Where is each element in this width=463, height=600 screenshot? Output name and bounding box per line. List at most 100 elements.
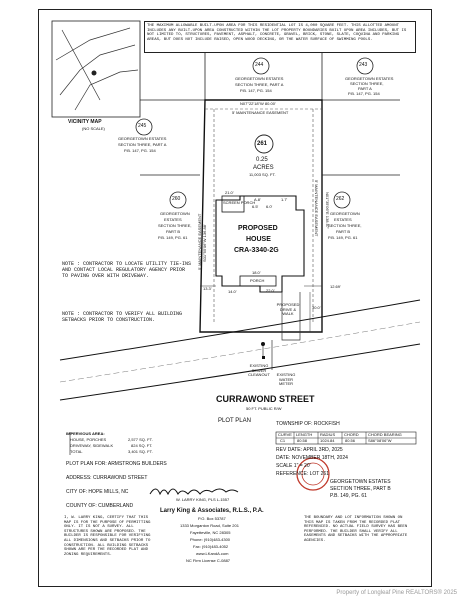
reference: REFERENCE: LOT 261 — [276, 471, 329, 477]
adjacent-262-line1: GEORGETOWN — [330, 211, 360, 216]
house-model: CRA-3340-2G — [234, 247, 279, 254]
adjacent-262-line2: ESTATES — [334, 217, 352, 222]
impervious-title: IMPERVIOUS AREA: — [66, 431, 105, 436]
house-dim-3: 6.0' — [266, 204, 273, 209]
curve-header: CHORD BEARING — [368, 432, 402, 437]
surveyor-phone: Phone: (910)483-4300 — [190, 537, 231, 542]
house-dim-2: 6.5' — [252, 204, 259, 209]
lot-244-number: 244 — [255, 62, 264, 68]
house-dim-b: 1.7' — [281, 197, 288, 202]
adjacent-245-line1: GEORGETOWN ESTATES — [118, 136, 167, 141]
plan-scale: SCALE 1" = 20' — [276, 463, 311, 469]
adjacent-top-right-line2: SECTION THREE, — [350, 81, 384, 86]
adjacent-262-line4: PART B — [336, 229, 351, 234]
impervious-row-label: TOTAL — [70, 449, 83, 454]
water-label: EXISTING WATER METER — [276, 372, 296, 387]
plot-for: PLOT PLAN FOR: ARMSTRONG BUILDERS — [66, 461, 167, 467]
adjacent-top-right-line3: PART A — [358, 86, 372, 91]
adjacent-260-line3: SECTION THREE, — [158, 223, 192, 228]
reference-line: GEORGETOWN ESTATES — [330, 479, 391, 485]
plot-label: PLOT PLAN — [218, 418, 251, 424]
surveyor-box: P.O. Box 53787 — [198, 516, 226, 521]
watermark: Property of Longleaf Pine REALTORS® 2025 — [336, 590, 457, 596]
adjacent-top-left-line1: GEORGETOWN ESTATES — [235, 76, 284, 81]
house-dim-a: A.8' — [254, 197, 261, 202]
lot-sqft: 11,003 SQ. FT. — [249, 172, 276, 177]
adjacent-top-right-line4: P.B. 147, PG. 154 — [348, 91, 380, 96]
curve-cell: 1024.84 — [320, 438, 335, 443]
adjacent-260-line1: GEORGETOWN — [160, 211, 190, 216]
street-name: CURRAWOND STREET — [216, 394, 315, 404]
surveyor-firm: Larry King & Associates, R.L.S., P.A. — [160, 508, 264, 514]
rev-date: REV DATE: APRIL 3RD, 2025 — [276, 447, 343, 453]
adjacent-245-line3: P.B. 147, PG. 154 — [124, 148, 156, 153]
screen-porch-label: SCREEN PORCH — [223, 200, 256, 205]
curve-cell: S86°08'06"W — [368, 438, 392, 443]
setback-right: 12.69' — [330, 284, 341, 289]
lot-262-number: 262 — [336, 196, 345, 202]
house-dim-1: 21.0' — [225, 190, 234, 195]
curve-cell: 80.56 — [345, 438, 356, 443]
curve-cell: 80.58 — [297, 438, 308, 443]
adjacent-top-left-line2: SECTION THREE, PART A — [235, 82, 284, 87]
max-area-text: THE MAXIMUM ALLOWABLE BUILT-UPON AREA FO… — [147, 24, 407, 42]
curve-header: RADIUS — [320, 432, 336, 437]
curve-header: CURVE — [278, 432, 292, 437]
reference-line: SECTION THREE, PART B — [330, 486, 391, 492]
adjacent-260-line5: P.B. 149, PG. 61 — [158, 235, 188, 240]
plan-date: DATE: NOVEMBER 18TH, 2024 — [276, 455, 348, 461]
reference-line: P.B. 149, PG. 61 — [330, 493, 367, 499]
adjacent-262-line5: P.B. 149, PG. 61 — [328, 235, 358, 240]
maint-easement-top: 5' MAINTENANCE EASEMENT — [232, 110, 289, 115]
certification-text: I, W. LARRY KING, CERTIFY THAT THIS MAP … — [64, 516, 151, 557]
adjacent-260-line4: PART B — [166, 229, 181, 234]
house-dim-front-left: 14.0' — [228, 289, 237, 294]
sewer-label: EXISTING SEWER CLEANOUT — [248, 363, 270, 378]
plot-county: COUNTY OF: CUMBERLAND — [66, 503, 134, 509]
vicinity-sub: (NO SCALE) — [82, 126, 105, 131]
lot-260-number: 260 — [172, 196, 181, 202]
surveyor-name: W. LARRY KING, PLS L-1557 — [176, 497, 230, 502]
contractor-note-2: NOTE : CONTRACTOR TO VERIFY ALL BUILDING… — [62, 311, 183, 323]
house-dim-top-porch: 18.0' — [252, 270, 261, 275]
surveyor-street: 1333 Morganton Road, Suite 201 — [180, 523, 239, 528]
lot-245-number: 245 — [138, 123, 147, 129]
lot-acres-value: 0.25 — [256, 157, 268, 163]
left-bearing: S01°55'06"W 136.88' — [202, 224, 207, 262]
porch-label: PORCH — [250, 278, 265, 283]
maint-easement-right: 5' MAINTENANCE EASEMENT — [314, 180, 319, 237]
contractor-note-1: NOTE : CONTRACTOR TO LOCATE UTILITY TIE-… — [62, 261, 192, 279]
lot-243-number: 243 — [359, 62, 368, 68]
impervious-row-label: HOUSE, PORCHES — [70, 437, 107, 442]
impervious-row-label: DRIVEWAY, SIDEWALK — [70, 443, 114, 448]
impervious-row-value: 2,577 SQ. FT. — [128, 437, 153, 442]
township: TOWNSHIP OF: ROCKFISH — [276, 421, 340, 427]
setback-left: 13.3' — [203, 286, 212, 291]
impervious-row-value: 824 SQ. FT. — [131, 443, 153, 448]
street-row: 50 FT. PUBLIC R/W — [246, 406, 282, 411]
surveyor-city: Fayetteville, NC 28305 — [190, 530, 231, 535]
max-area-notice: THE MAXIMUM ALLOWABLE BUILT-UPON AREA FO… — [144, 21, 416, 53]
plot-address: ADDRESS: CURRAWOND STREET — [66, 475, 148, 481]
drive-label: PROPOSED DRIVE & WALK — [276, 302, 300, 317]
plot-city: CITY OF: HOPE MILLS, NC — [66, 489, 129, 495]
adjacent-top-left-line3: P.B. 147, PG. 154 — [240, 88, 272, 93]
impervious-row-value: 3,401 SQ. FT. — [128, 449, 153, 454]
house-dim-front: 22.0' — [266, 288, 275, 293]
vicinity-label: VICINITY MAP — [68, 119, 102, 125]
curve-header: CHORD — [344, 432, 359, 437]
lot-acres-label: ACRES — [253, 165, 274, 171]
lot-261-number: 261 — [257, 141, 268, 147]
surveyor-fax: Fax: (910)483-4052 — [193, 544, 229, 549]
rear-bearing: N07°22'18"W 80.00' — [240, 101, 276, 106]
surveyor-web: www.LKandA.com — [196, 551, 229, 556]
adjacent-245-line2: SECTION THREE, PART A — [118, 142, 167, 147]
boundary-text: THE BOUNDARY AND LOT INFORMATION SHOWN O… — [304, 516, 408, 543]
adjacent-260-line2: ESTATES — [164, 217, 182, 222]
curve-header: LENGTH — [296, 432, 313, 437]
adjacent-top-right-line1: GEORGETOWN ESTATES — [345, 76, 394, 81]
house-title: PROPOSED — [238, 225, 278, 232]
setback-front: 30.0' — [312, 305, 321, 310]
curve-cell: C1 — [280, 438, 286, 443]
